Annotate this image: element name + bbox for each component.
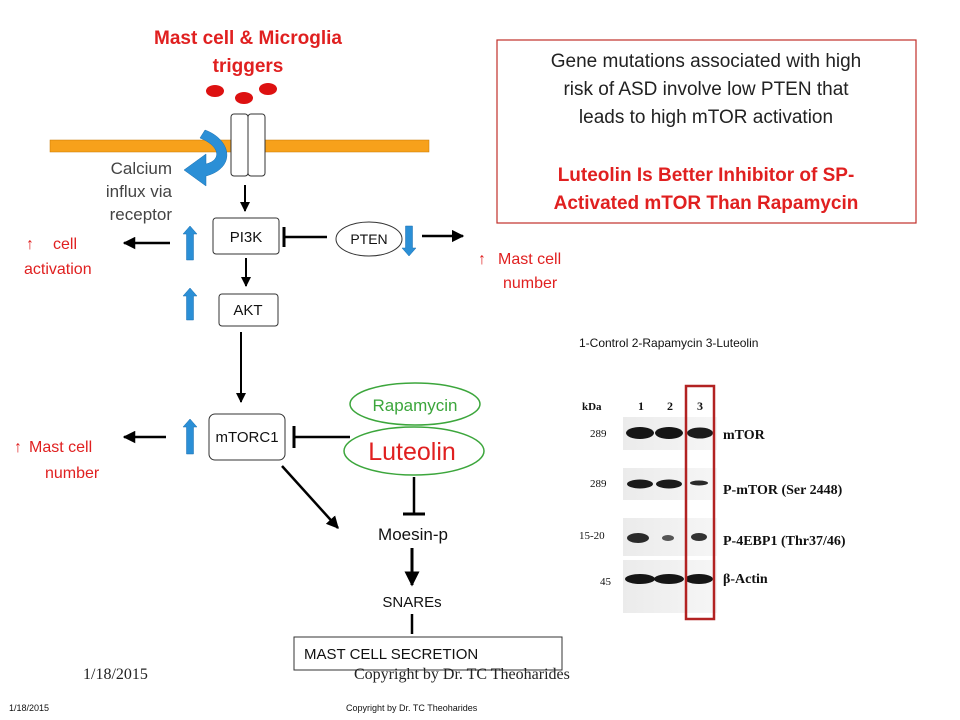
- lane-label-3: 3: [697, 399, 703, 413]
- info-highlight1: Luteolin Is Better Inhibitor of SP-: [558, 165, 855, 186]
- blot-strip-actin: [623, 560, 717, 613]
- mast-cell-secretion-label: MAST CELL SECRETION: [304, 646, 478, 663]
- mtorc1-box: [208, 413, 286, 461]
- kda-value-pmtor: 289: [590, 478, 607, 490]
- mast-cell-number-right-line2: number: [503, 275, 558, 292]
- kda-value-actin: 45: [600, 576, 612, 588]
- band-pmtor-2: [656, 479, 682, 489]
- up-arrow-icon: [182, 287, 198, 321]
- trigger-dot: [259, 83, 277, 95]
- kda-value-p4ebp1: 15-20: [579, 530, 605, 542]
- up-red-icon: ↑: [26, 236, 34, 253]
- cell-activation-line1: cell: [53, 236, 77, 253]
- protein-label-p4ebp1: P-4EBP1 (Thr37/46): [723, 534, 846, 549]
- pi3k-label: PI3K: [230, 229, 263, 246]
- band-p4ebp1-2: [662, 535, 674, 541]
- band-pmtor-3: [690, 480, 708, 486]
- band-mtor-3: [687, 427, 713, 439]
- calcium-influx-arrow-icon: [183, 129, 228, 187]
- footer-copyright-small: Copyright by Dr. TC Theoharides: [346, 703, 478, 713]
- footer-date-large: 1/18/2015: [83, 666, 148, 683]
- akt-label: AKT: [233, 302, 262, 319]
- info-box: [496, 39, 917, 224]
- info-line3: leads to high mTOR activation: [579, 107, 833, 128]
- band-actin-3: [685, 574, 713, 584]
- arrow-mtorc1-to-moesin: [281, 465, 339, 529]
- receptor-channel-right: [247, 113, 266, 177]
- footer-copyright-large: Copyright by Dr. TC Theoharides: [354, 666, 570, 683]
- kda-value-mtor: 289: [590, 428, 607, 440]
- kda-label: kDa: [582, 401, 602, 413]
- lane3-highlight-box: [684, 384, 716, 621]
- cell-activation-line2: activation: [24, 261, 92, 278]
- protein-label-actin: β-Actin: [723, 572, 768, 587]
- triggers-title-line2: triggers: [213, 56, 284, 77]
- down-arrow-icon: [401, 225, 417, 257]
- luteolin-label: Luteolin: [368, 438, 456, 466]
- band-mtor-2: [655, 427, 683, 439]
- up-red-icon: ↑: [14, 439, 22, 456]
- band-p4ebp1-1: [627, 533, 649, 543]
- snares-label: SNAREs: [382, 594, 441, 611]
- calcium-text-line2: influx via: [106, 182, 173, 201]
- rapamycin-label: Rapamycin: [372, 396, 457, 415]
- triggers-title-line1: Mast cell & Microglia: [154, 28, 342, 49]
- band-mtor-1: [626, 427, 654, 439]
- mast-cell-number-left-line2: number: [45, 465, 100, 482]
- rapamycin-ellipse: [349, 382, 481, 426]
- band-actin-1: [625, 574, 655, 584]
- mtorc1-label: mTORC1: [215, 429, 278, 446]
- mast-cell-secretion-box: [293, 636, 563, 671]
- protein-label-pmtor: P-mTOR (Ser 2448): [723, 483, 843, 498]
- up-arrow-icon: [182, 418, 198, 455]
- luteolin-ellipse: [343, 426, 485, 476]
- up-arrow-icon: [182, 225, 198, 261]
- band-pmtor-1: [627, 479, 653, 489]
- info-line1: Gene mutations associated with high: [551, 51, 862, 72]
- calcium-text-line1: Calcium: [111, 159, 172, 178]
- akt-box: [218, 293, 279, 327]
- pten-ellipse: [335, 221, 403, 257]
- up-red-icon: ↑: [478, 251, 486, 268]
- footer-date-small: 1/18/2015: [9, 703, 49, 713]
- moesin-label: Moesin-p: [378, 525, 448, 544]
- protein-label-mtor: mTOR: [723, 428, 766, 443]
- mast-cell-number-left-line1: Mast cell: [29, 439, 92, 456]
- band-p4ebp1-3: [691, 533, 707, 541]
- pi3k-box: [212, 217, 280, 255]
- mast-cell-number-right-line1: Mast cell: [498, 251, 561, 268]
- trigger-dot: [206, 85, 224, 97]
- receptor-channel-left: [230, 113, 249, 177]
- blot-legend: 1-Control 2-Rapamycin 3-Luteolin: [579, 336, 758, 350]
- lane-label-1: 1: [638, 399, 644, 413]
- lane-label-2: 2: [667, 399, 673, 413]
- band-actin-2: [654, 574, 684, 584]
- trigger-dot: [235, 92, 253, 104]
- info-line2: risk of ASD involve low PTEN that: [563, 79, 849, 100]
- pten-label: PTEN: [350, 231, 387, 247]
- calcium-text-line3: receptor: [110, 205, 173, 224]
- info-highlight2: Activated mTOR Than Rapamycin: [554, 193, 859, 214]
